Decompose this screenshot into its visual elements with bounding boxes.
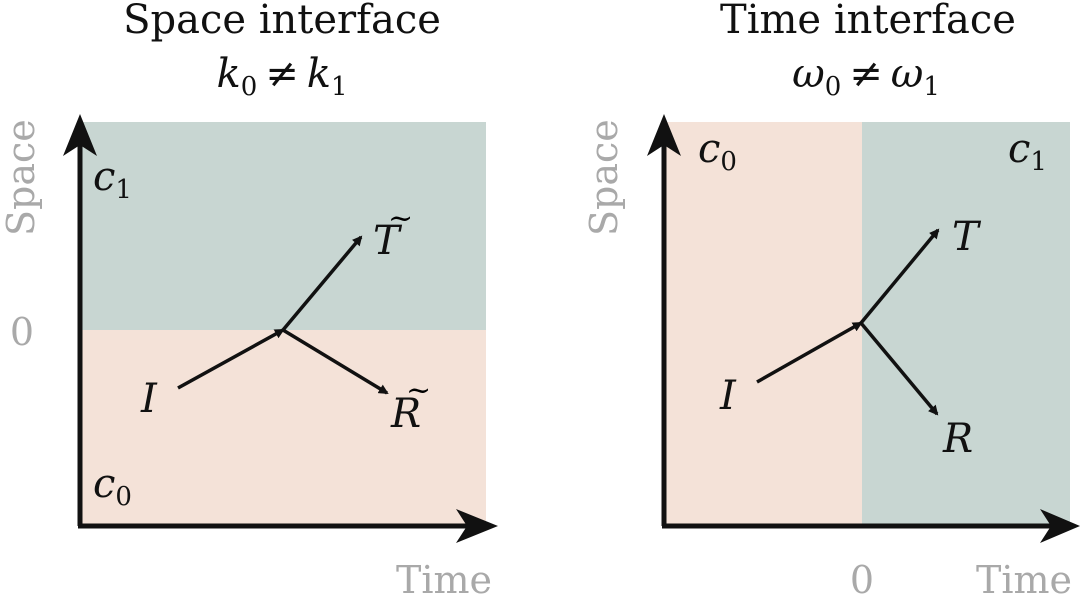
left-condition: k0≠k1 xyxy=(216,51,347,102)
lower-medium-region xyxy=(80,330,486,526)
right-reflected-label: R xyxy=(942,416,973,462)
left-incident-label: I xyxy=(140,376,158,422)
left-origin-tick: 0 xyxy=(10,310,34,354)
left-transmitted-label: T xyxy=(373,218,403,264)
left-reflected-accent: ~ xyxy=(406,373,431,408)
left-medium-region xyxy=(664,122,862,526)
right-incident-label: I xyxy=(719,373,737,419)
right-title: Time interface xyxy=(720,0,1016,43)
left-x-arrowhead xyxy=(456,509,498,543)
upper-medium-region xyxy=(80,122,486,330)
left-reflected-ray xyxy=(282,328,389,395)
right-transmitted-label: T xyxy=(952,214,982,260)
left-title: Space interface xyxy=(123,0,441,43)
right-y-arrowhead xyxy=(647,114,681,156)
left-incident-ray xyxy=(177,328,285,390)
right-panel: Time interface ω0≠ω1 Space Time 0 c0 c1 … xyxy=(582,0,1080,599)
right-incident-ray xyxy=(756,321,863,384)
right-condition: ω0≠ω1 xyxy=(792,51,940,102)
left-transmitted-ray xyxy=(281,235,363,332)
right-x-arrowhead xyxy=(1040,509,1080,543)
right-x-label: Time xyxy=(976,558,1072,599)
right-transmitted-ray xyxy=(859,228,940,325)
left-panel: Space interface k0≠k1 Space Time 0 c1 c0… xyxy=(0,0,498,599)
right-y-label: Space xyxy=(582,119,626,236)
left-upper-medium-label: c1 xyxy=(93,154,132,205)
right-reflected-ray xyxy=(859,321,939,416)
left-transmitted-accent: ~ xyxy=(388,201,413,236)
left-lower-medium-label: c0 xyxy=(93,461,132,512)
right-medium-region xyxy=(862,122,1070,526)
left-reflected-label: R xyxy=(390,391,421,437)
left-y-label: Space xyxy=(0,119,43,236)
left-y-arrowhead xyxy=(63,114,97,156)
right-right-medium-label: c1 xyxy=(1008,126,1047,177)
right-origin-tick: 0 xyxy=(850,558,874,599)
left-x-label: Time xyxy=(396,558,492,599)
right-left-medium-label: c0 xyxy=(698,126,737,177)
